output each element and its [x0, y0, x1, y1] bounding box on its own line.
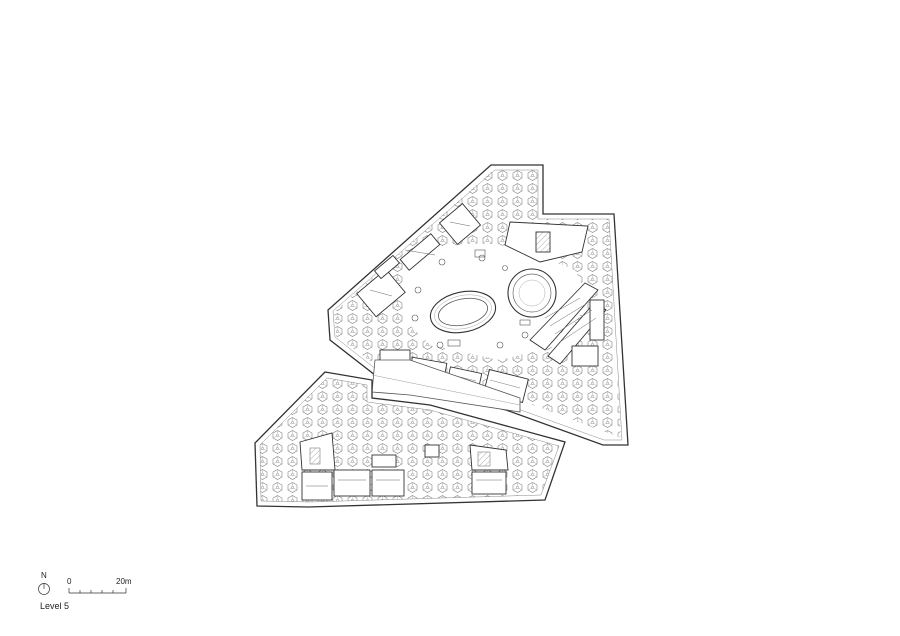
north-label: N [41, 571, 47, 580]
scale-end-label: 20m [116, 577, 132, 586]
south-building [254, 371, 566, 508]
level-title: Level 5 [40, 601, 70, 611]
scale-start-label: 0 [67, 577, 72, 586]
scale-bar-icon [68, 588, 127, 594]
north-arrow-icon [38, 583, 50, 595]
